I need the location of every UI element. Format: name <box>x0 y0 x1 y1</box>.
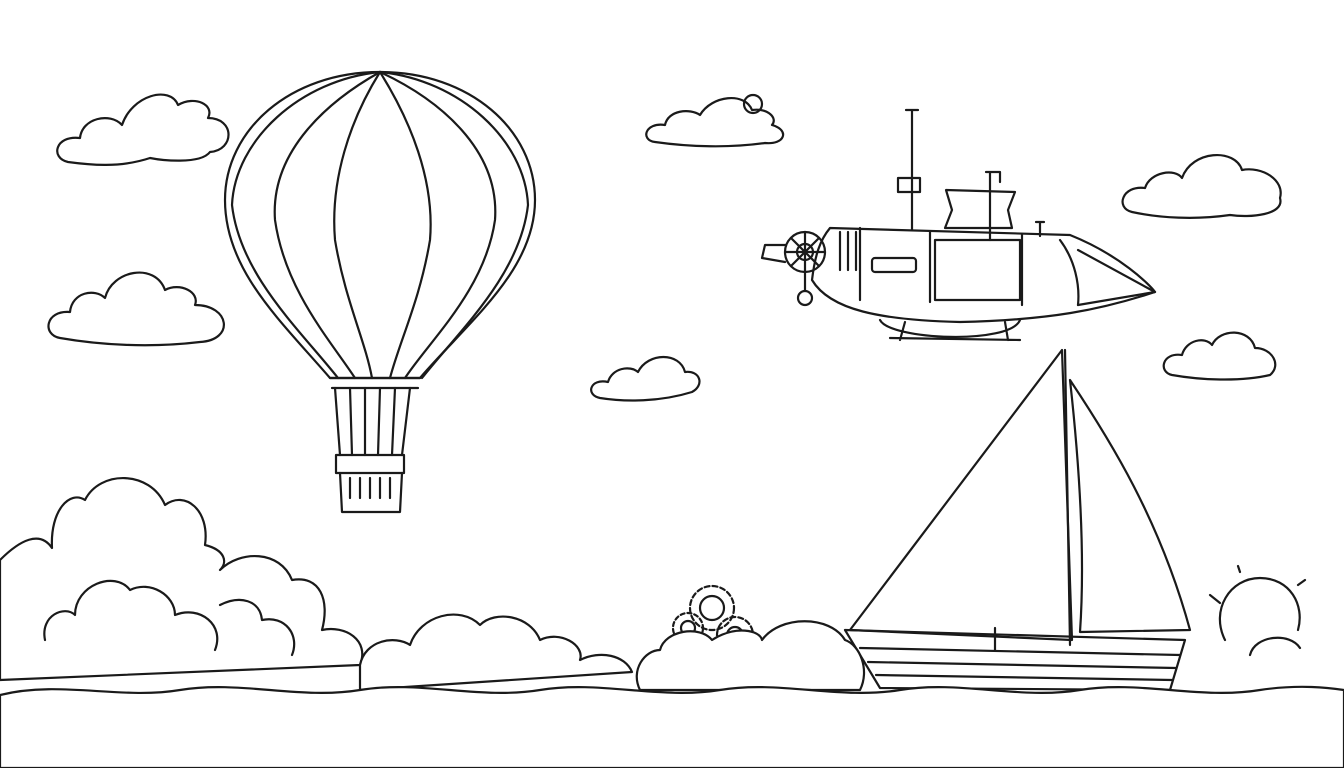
cloud-bank-left <box>0 477 364 682</box>
cloud-mid-left <box>47 271 225 347</box>
cloud-small-center <box>590 356 701 402</box>
sun <box>1208 564 1307 657</box>
airship <box>760 108 1157 342</box>
cloud-top-right <box>1121 154 1282 219</box>
sailboat <box>843 348 1192 692</box>
cloud-bank-center <box>358 613 634 692</box>
cloud-top-left <box>56 93 230 166</box>
hot-air-balloon <box>223 70 537 514</box>
cloud-top-center-puff <box>742 93 764 115</box>
cloud-bank-left-inner <box>43 579 296 657</box>
cloud-mid-right <box>1162 331 1277 381</box>
cloud-bank-gear <box>635 620 865 692</box>
cloud-top-center <box>645 96 785 148</box>
waves <box>0 685 1344 768</box>
